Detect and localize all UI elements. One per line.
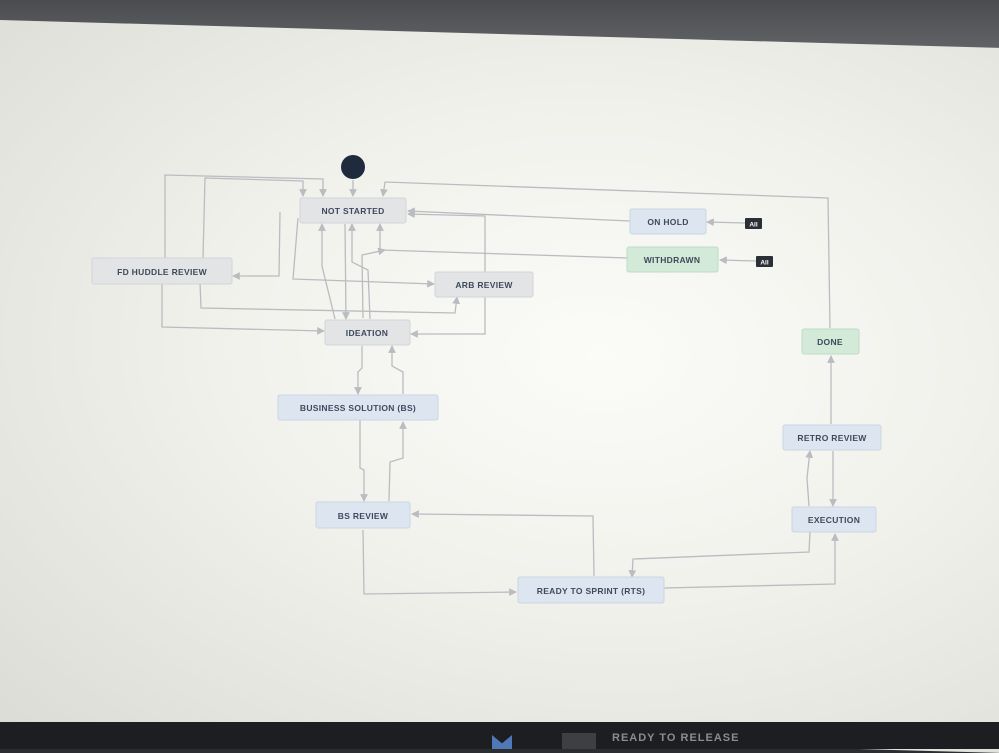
edge-withdrawn-to-not-started xyxy=(376,223,629,259)
edge-on-hold-to-not-started xyxy=(407,207,631,222)
edge-all-to-on-hold xyxy=(706,218,746,227)
taskbar-label-fragment: READY TO RELEASE xyxy=(612,732,740,744)
edge-ideation-to-not-started xyxy=(318,223,336,320)
edge-arb-loop xyxy=(407,210,486,272)
edge-not-started-to-arb xyxy=(292,217,435,288)
node-on-hold-label: ON HOLD xyxy=(647,217,688,227)
edge-ideation-to-bs xyxy=(354,346,363,395)
edge-execution-to-retro xyxy=(805,450,814,507)
edge-all-to-withdrawn xyxy=(719,256,757,265)
node-retro-review-label: RETRO REVIEW xyxy=(797,433,867,443)
edge-execution-to-rts xyxy=(628,531,811,578)
node-withdrawn[interactable]: WITHDRAWN xyxy=(626,246,719,273)
node-ready-to-sprint-label: READY TO SPRINT (RTS) xyxy=(537,586,645,596)
svg-text:All: All xyxy=(760,260,769,267)
taskbar-app-icon-square xyxy=(562,733,596,749)
edge-top-loop-b xyxy=(202,177,307,259)
edge-bs-review-to-bs xyxy=(388,421,407,502)
node-not-started[interactable]: NOT STARTED xyxy=(299,197,407,224)
edge-arb-to-ideation xyxy=(410,296,486,338)
edge-fd-to-ideation xyxy=(161,282,325,335)
edge-done-to-not-started xyxy=(380,181,831,329)
edge-bs-to-ideation xyxy=(388,345,404,394)
edge-bs-review-to-rts xyxy=(362,529,517,596)
node-execution-label: EXECUTION xyxy=(808,515,860,525)
svg-text:All: All xyxy=(749,222,758,229)
node-fd-huddle-review[interactable]: FD HUDDLE REVIEW xyxy=(91,257,233,285)
node-done[interactable]: DONE xyxy=(801,328,860,355)
node-on-hold[interactable]: ON HOLD xyxy=(629,208,707,235)
edge-not-started-to-ideation xyxy=(342,223,350,320)
node-not-started-label: NOT STARTED xyxy=(321,206,384,216)
start-node xyxy=(341,155,365,179)
node-ideation-label: IDEATION xyxy=(346,328,388,338)
node-done-label: DONE xyxy=(817,337,843,347)
edge-rts-to-bs-review xyxy=(411,510,595,577)
node-ready-to-sprint[interactable]: READY TO SPRINT (RTS) xyxy=(517,576,665,604)
withdrawn-all-badge: All xyxy=(756,256,773,267)
edge-bs-to-bs-review xyxy=(359,420,368,502)
node-business-solution[interactable]: BUSINESS SOLUTION (BS) xyxy=(277,394,439,421)
workflow-edges xyxy=(161,174,839,596)
node-execution[interactable]: EXECUTION xyxy=(791,506,877,533)
edge-top-loop-a xyxy=(164,174,327,258)
edge-not-started-to-fd xyxy=(232,211,281,280)
edge-fd-to-arb xyxy=(199,281,461,314)
node-bs-review-label: BS REVIEW xyxy=(338,511,389,521)
node-business-solution-label: BUSINESS SOLUTION (BS) xyxy=(300,403,416,413)
on-hold-all-badge: All xyxy=(745,218,762,229)
edge-withdrawn-side xyxy=(361,247,386,319)
node-withdrawn-label: WITHDRAWN xyxy=(644,255,701,265)
edge-ideation-up-b xyxy=(348,223,371,320)
node-arb-review-label: ARB REVIEW xyxy=(455,280,513,290)
node-bs-review[interactable]: BS REVIEW xyxy=(315,501,411,529)
node-retro-review[interactable]: RETRO REVIEW xyxy=(782,424,882,451)
edge-rts-to-execution xyxy=(663,533,839,589)
node-ideation[interactable]: IDEATION xyxy=(324,319,411,346)
node-arb-review[interactable]: ARB REVIEW xyxy=(434,271,534,298)
node-fd-huddle-review-label: FD HUDDLE REVIEW xyxy=(117,267,207,277)
